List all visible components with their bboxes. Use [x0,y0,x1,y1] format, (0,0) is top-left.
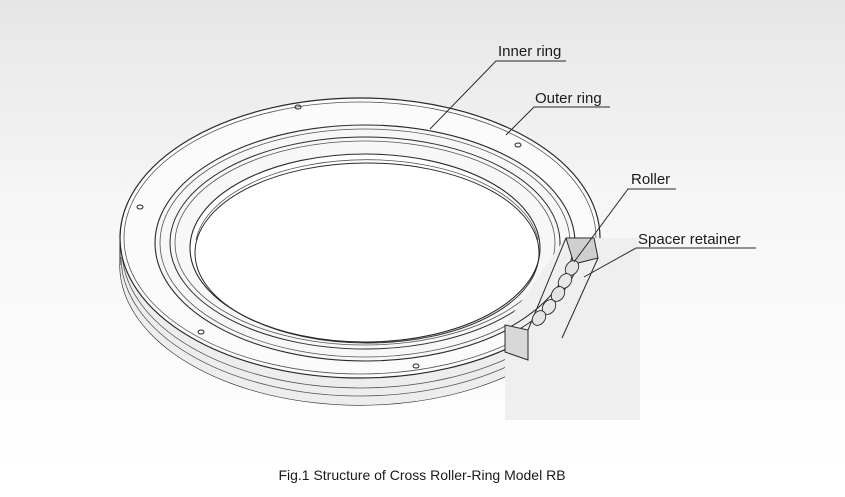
inner-ring [154,124,576,362]
label-inner-ring: Inner ring [498,43,561,60]
rollers [531,260,580,326]
figure-caption: Fig.1 Structure of Cross Roller-Ring Mod… [278,467,565,483]
leader-spacer-retainer [583,247,756,278]
leader-inner-ring [429,60,566,130]
mount-hole [412,363,420,369]
cutaway-section [504,237,640,420]
mount-hole [294,104,302,110]
mount-hole [136,204,144,210]
leader-outer-ring [505,106,610,136]
mount-hole [514,142,522,148]
leader-lines [429,60,756,278]
label-roller: Roller [631,171,670,188]
roller [531,310,547,326]
label-outer-ring: Outer ring [535,90,602,107]
mount-hole [197,329,205,335]
label-spacer-retainer: Spacer retainer [638,231,741,248]
leader-roller [573,188,676,263]
